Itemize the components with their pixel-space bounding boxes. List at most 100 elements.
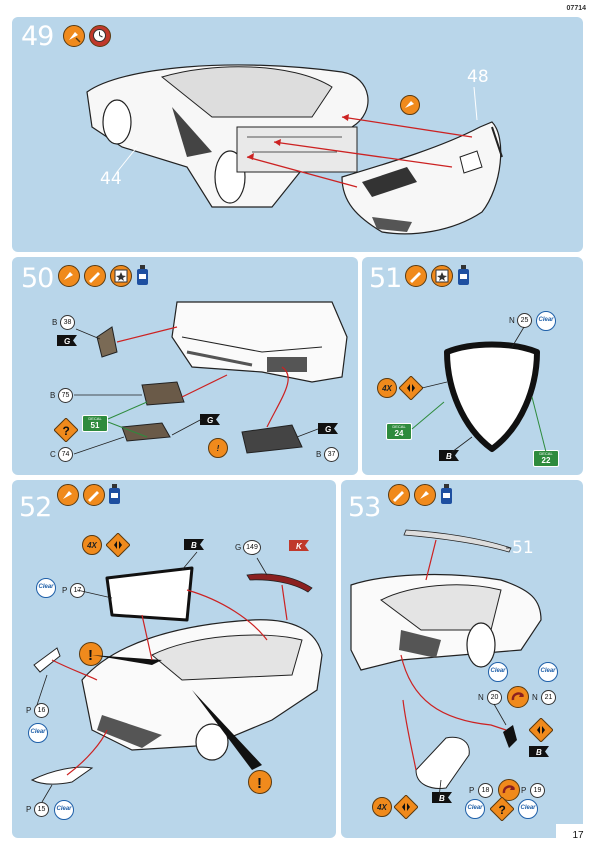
- paint-bottle-icon: [441, 484, 452, 504]
- flag-g: G: [57, 335, 77, 346]
- brush-icon: [84, 265, 106, 287]
- step-52-panel: 52 4X B G 149 K Clear P 17 P 16 Clear P …: [12, 480, 336, 838]
- glue-icon: [63, 25, 85, 47]
- svg-text:B: B: [536, 748, 542, 757]
- step-49-panel: 49 48 44: [12, 17, 583, 252]
- part-ref-prefix: G: [235, 543, 242, 552]
- step-number: 53: [348, 492, 381, 523]
- part-ref-prefix: P: [62, 586, 68, 595]
- flag-b: B: [432, 792, 452, 803]
- attention-icon: [399, 376, 423, 400]
- part-ref: 75: [58, 388, 73, 403]
- paint-bottle-icon: [109, 484, 120, 504]
- clear-paint-icon: Clear: [518, 799, 538, 819]
- part-51-label: 51: [512, 538, 534, 558]
- rotate-arrow-icon: [498, 779, 520, 801]
- svg-text:?: ?: [63, 424, 70, 438]
- part-ref-prefix: N: [532, 693, 538, 702]
- rotate-arrow-icon: [507, 686, 529, 708]
- paint-bottle-icon: [137, 265, 148, 285]
- flag-b: B: [439, 450, 459, 461]
- part-ref: 21: [541, 690, 556, 705]
- paint-star-icon: [431, 265, 453, 287]
- glue-icon: [58, 265, 80, 287]
- quantity-badge: 4X: [372, 797, 392, 817]
- svg-text:B: B: [446, 452, 452, 461]
- svg-text:G: G: [325, 425, 331, 434]
- svg-text:!: !: [88, 647, 93, 664]
- attention-icon: [529, 718, 553, 742]
- flag-g: G: [200, 414, 220, 425]
- svg-text:G: G: [64, 337, 70, 346]
- step-51-illustration: [411, 326, 547, 453]
- svg-text:K: K: [296, 542, 303, 551]
- part-ref-prefix: P: [26, 805, 32, 814]
- brush-icon: [388, 484, 410, 506]
- attention-icon: [394, 795, 418, 819]
- step-49-illustration: [86, 64, 503, 235]
- attention-icon: ?: [490, 797, 514, 821]
- flag-b: B: [184, 539, 204, 550]
- flag-k: K: [289, 540, 309, 551]
- part-ref: 25: [517, 313, 532, 328]
- clear-paint-icon: Clear: [28, 723, 48, 743]
- attention-icon: [106, 533, 130, 557]
- clear-paint-icon: Clear: [538, 662, 558, 682]
- part-ref-prefix: P: [26, 706, 32, 715]
- step-52-illustration: [30, 551, 323, 803]
- kit-code: 07714: [566, 5, 586, 12]
- attention-badge: !: [208, 438, 228, 458]
- svg-text:G: G: [207, 416, 213, 425]
- part-ref: 149: [243, 540, 261, 555]
- step-53-illustration: [350, 529, 542, 798]
- part-ref-prefix: N: [509, 316, 515, 325]
- paint-bottle-icon: [458, 265, 469, 285]
- part-ref: 74: [58, 447, 73, 462]
- step-number: 50: [21, 263, 54, 294]
- part-ref-prefix: P: [469, 786, 475, 795]
- quantity-badge: 4X: [377, 378, 397, 398]
- part-ref: 37: [324, 447, 339, 462]
- glue-icon: [400, 95, 420, 115]
- part-ref: 16: [34, 703, 49, 718]
- svg-text:B: B: [439, 794, 445, 803]
- part-ref-prefix: B: [316, 450, 322, 459]
- clear-paint-icon: Clear: [536, 311, 556, 331]
- part-ref: 18: [478, 783, 493, 798]
- glue-icon: [414, 484, 436, 506]
- clear-paint-icon: Clear: [488, 662, 508, 682]
- part-ref-prefix: B: [52, 318, 58, 327]
- flag-g: G: [318, 423, 338, 434]
- part-ref: 15: [34, 802, 49, 817]
- page-number: 17: [556, 824, 600, 848]
- attention-icon: ?: [54, 418, 78, 442]
- clear-paint-icon: Clear: [465, 799, 485, 819]
- clear-paint-icon: Clear: [36, 578, 56, 598]
- part-48-label: 48: [467, 67, 489, 87]
- step-number: 51: [369, 263, 402, 294]
- part-ref: 38: [60, 315, 75, 330]
- warning-icon: !: [248, 770, 272, 794]
- step-number: 49: [21, 21, 54, 52]
- step-50-illustration: [73, 301, 348, 455]
- part-ref-prefix: N: [478, 693, 484, 702]
- warning-icon: !: [79, 642, 103, 666]
- clear-paint-icon: Clear: [54, 800, 74, 820]
- flag-b: B: [529, 746, 549, 757]
- part-ref-prefix: C: [50, 450, 56, 459]
- quantity-badge: 4X: [82, 535, 102, 555]
- part-44-label: 44: [100, 169, 122, 189]
- glue-icon: [57, 484, 79, 506]
- clock-icon: [89, 25, 111, 47]
- svg-text:B: B: [191, 541, 197, 550]
- part-ref-prefix: P: [521, 786, 527, 795]
- svg-text:!: !: [257, 775, 262, 792]
- paint-star-icon: [110, 265, 132, 287]
- brush-icon: [83, 484, 105, 506]
- part-ref: 19: [530, 783, 545, 798]
- svg-text:?: ?: [499, 803, 506, 817]
